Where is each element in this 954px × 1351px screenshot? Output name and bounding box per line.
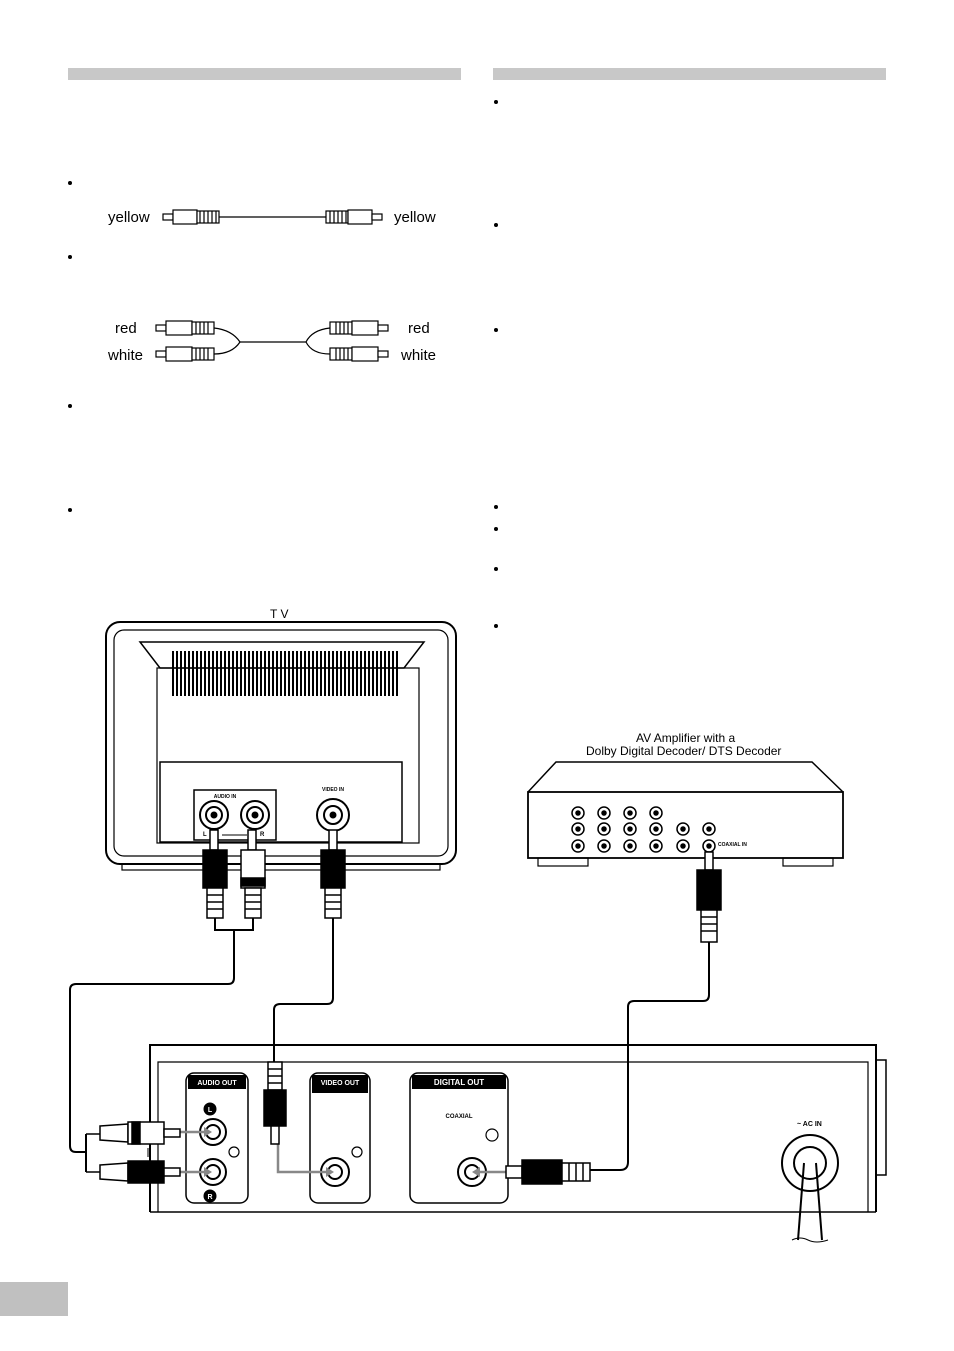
player-audio-plugs (85, 1121, 181, 1184)
power-cord (791, 1162, 829, 1243)
tv-video-in-label: VIDEO IN (322, 787, 344, 793)
video-out-tab (312, 1075, 368, 1093)
amplifier-jacks (571, 806, 716, 853)
cables (69, 918, 710, 1171)
digital-out-label: DIGITAL OUT (434, 1078, 484, 1087)
amplifier-title-line1: AV Amplifier with a (636, 731, 736, 745)
left-bullet-3 (68, 404, 72, 408)
left-section-header-bar (68, 68, 461, 80)
tv-rear (105, 621, 457, 871)
right-bullet-5 (494, 527, 498, 531)
player-rear-panel (149, 1044, 887, 1213)
amplifier-coax-plug (696, 851, 722, 943)
right-bullet-3 (494, 328, 498, 332)
audio-cable-red-label-left: red (115, 320, 137, 337)
player-audio-r-label: R (207, 1194, 212, 1201)
video-out-label: VIDEO OUT (321, 1080, 360, 1087)
page-number-box (0, 1282, 68, 1316)
video-cable-label-left: yellow (108, 209, 150, 226)
player-video-plug (263, 1061, 287, 1145)
left-bullet-4 (68, 508, 72, 512)
right-bullet-6 (494, 567, 498, 571)
tv-title: T V (270, 607, 289, 621)
tv-audio-l-label: L (203, 832, 207, 838)
digital-out-tab (412, 1075, 506, 1089)
left-bullet-1 (68, 181, 72, 185)
audio-cable-red-label-right: red (408, 320, 430, 337)
ac-in-label: ~ AC IN (797, 1121, 822, 1128)
audio-cable-white-label-right: white (401, 347, 437, 364)
av-amplifier (527, 761, 844, 867)
player-audio-l-label: L (208, 1107, 213, 1114)
left-bullet-2 (68, 255, 72, 259)
right-bullet-2 (494, 223, 498, 227)
video-out-jack (320, 1146, 363, 1187)
tv-audio-in-label: AUDIO IN (214, 794, 237, 800)
player-coax-plug (505, 1159, 591, 1185)
video-cable-label-right: yellow (394, 209, 436, 226)
digital-coax-jack (457, 1128, 499, 1187)
audio-out-jacks (199, 1102, 240, 1203)
audio-out-tab (188, 1075, 246, 1089)
right-section-header-bar (493, 68, 886, 80)
amplifier-coaxial-in-label: COAXIAL IN (718, 842, 747, 848)
audio-cable-illustration (155, 320, 389, 362)
right-bullet-1 (494, 100, 498, 104)
right-bullet-7 (494, 624, 498, 628)
right-bullet-4 (494, 505, 498, 509)
audio-cable-white-label-left: white (108, 347, 144, 364)
amplifier-title-line2: Dolby Digital Decoder/ DTS Decoder (586, 744, 782, 758)
audio-out-label: AUDIO OUT (197, 1080, 237, 1087)
tv-audio-video-plugs (202, 829, 346, 919)
coaxial-label: COAXIAL (446, 1114, 473, 1120)
video-cable-illustration (162, 209, 383, 225)
tv-audio-r-label: R (260, 832, 265, 838)
